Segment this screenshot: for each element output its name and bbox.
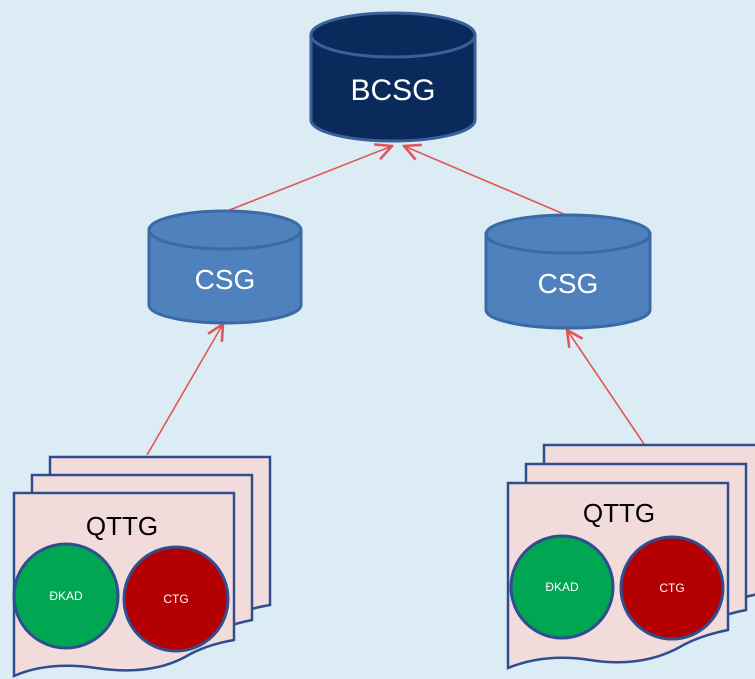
circle-dkad-right <box>509 534 615 640</box>
database-csg-right-label: CSG <box>538 268 599 299</box>
database-bcsg: BCSG <box>309 11 477 143</box>
circle-dkad-left <box>12 542 120 650</box>
arrows <box>146 146 645 456</box>
circle-ctg-right <box>619 535 725 641</box>
document-right-title: QTTG <box>583 498 655 528</box>
database-bcsg-label: BCSG <box>350 74 435 107</box>
arrow-left-doc-to-csg <box>146 324 223 456</box>
document-left-title: QTTG <box>86 511 158 541</box>
circle-ctg-left-label: CTG <box>163 592 188 606</box>
arrow-left-csg-to-bcsg <box>221 146 392 214</box>
circle-dkad-left-label: ĐKAD <box>49 589 83 603</box>
circle-ctg-right-label: CTG <box>659 581 684 595</box>
document-stack-left: QTTG ĐKAD CTG <box>12 455 272 678</box>
database-csg-right: CSG <box>484 213 652 330</box>
database-csg-left: CSG <box>147 209 303 325</box>
arrow-right-doc-to-csg <box>567 330 645 445</box>
document-stack-right: QTTG ĐKAD CTG <box>506 443 755 670</box>
circle-ctg-left <box>122 545 230 653</box>
circle-dkad-right-label: ĐKAD <box>545 580 579 594</box>
arrow-right-csg-to-bcsg <box>404 146 567 216</box>
database-csg-left-label: CSG <box>195 264 256 295</box>
